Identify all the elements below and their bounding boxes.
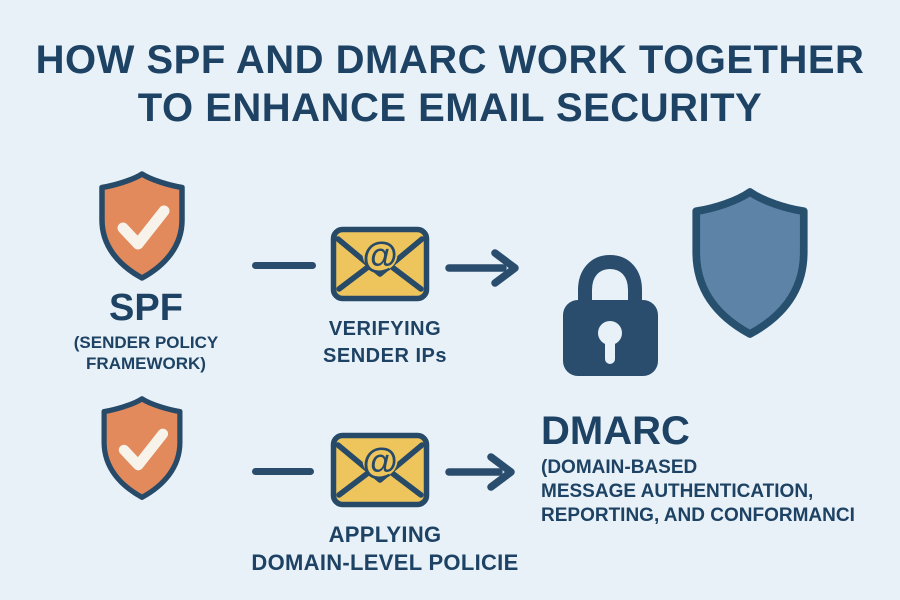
- page-title-line2: TO ENHANCE EMAIL SECURITY: [137, 86, 763, 130]
- spf-title: SPF: [109, 287, 183, 329]
- arrow-right-icon-row1: [445, 249, 519, 287]
- spf-subtitle-line1: (SENDER POLICY: [73, 333, 219, 352]
- checkmark-icon: [118, 428, 169, 471]
- row2-step-line1: APPLYING: [328, 522, 442, 547]
- security-shield-icon: [692, 188, 808, 338]
- dmarc-title: DMARC: [541, 409, 690, 453]
- checkmark-icon: [117, 205, 170, 250]
- spf-shield-check-icon: [99, 171, 185, 281]
- connector-line-row1: [252, 262, 316, 269]
- spf-subtitle-line2: FRAMEWORK): [86, 354, 206, 373]
- row1-step-line1: VERIFYING: [328, 318, 442, 340]
- dmarc-subtitle-line2: MESSAGE AUTHENTICATION,: [541, 481, 814, 502]
- dmarc-subtitle-line1: (DOMAIN-BASED: [541, 457, 698, 478]
- dmarc-subtitle: (DOMAIN-BASED MESSAGE AUTHENTICATION, REPO…: [541, 456, 900, 528]
- row1-step-label: VERIFYING SENDER IPs: [295, 316, 475, 370]
- spf-subtitle: (SENDER POLICY FRAMEWORK): [46, 332, 246, 374]
- dmarc-label-block: DMARC (DOMAIN-BASED MESSAGE AUTHENTICATIO…: [541, 410, 900, 528]
- at-symbol-icon: @: [362, 441, 397, 482]
- row2-step-label: APPLYING DOMAIN-LEVEL POLICIE: [235, 521, 535, 577]
- at-symbol-icon: @: [362, 235, 397, 276]
- spf-label-block: SPF (SENDER POLICY FRAMEWORK): [46, 288, 246, 374]
- dmarc-shield-check-icon: [101, 396, 183, 500]
- row2-step-line2: DOMAIN-LEVEL POLICIE: [251, 550, 519, 575]
- lock-icon: [563, 254, 658, 376]
- dmarc-subtitle-line3: REPORTING, AND CONFORMANCI: [541, 505, 855, 526]
- page-title-line1: HOW SPF AND DMARC WORK TOGETHER: [35, 38, 865, 82]
- row1-step-line2: SENDER IPs: [323, 345, 447, 367]
- arrow-right-icon-row2: [445, 453, 515, 491]
- email-envelope-at-icon-row1: @: [330, 226, 430, 302]
- email-envelope-at-icon-row2: @: [330, 432, 430, 508]
- connector-line-row2: [252, 468, 314, 475]
